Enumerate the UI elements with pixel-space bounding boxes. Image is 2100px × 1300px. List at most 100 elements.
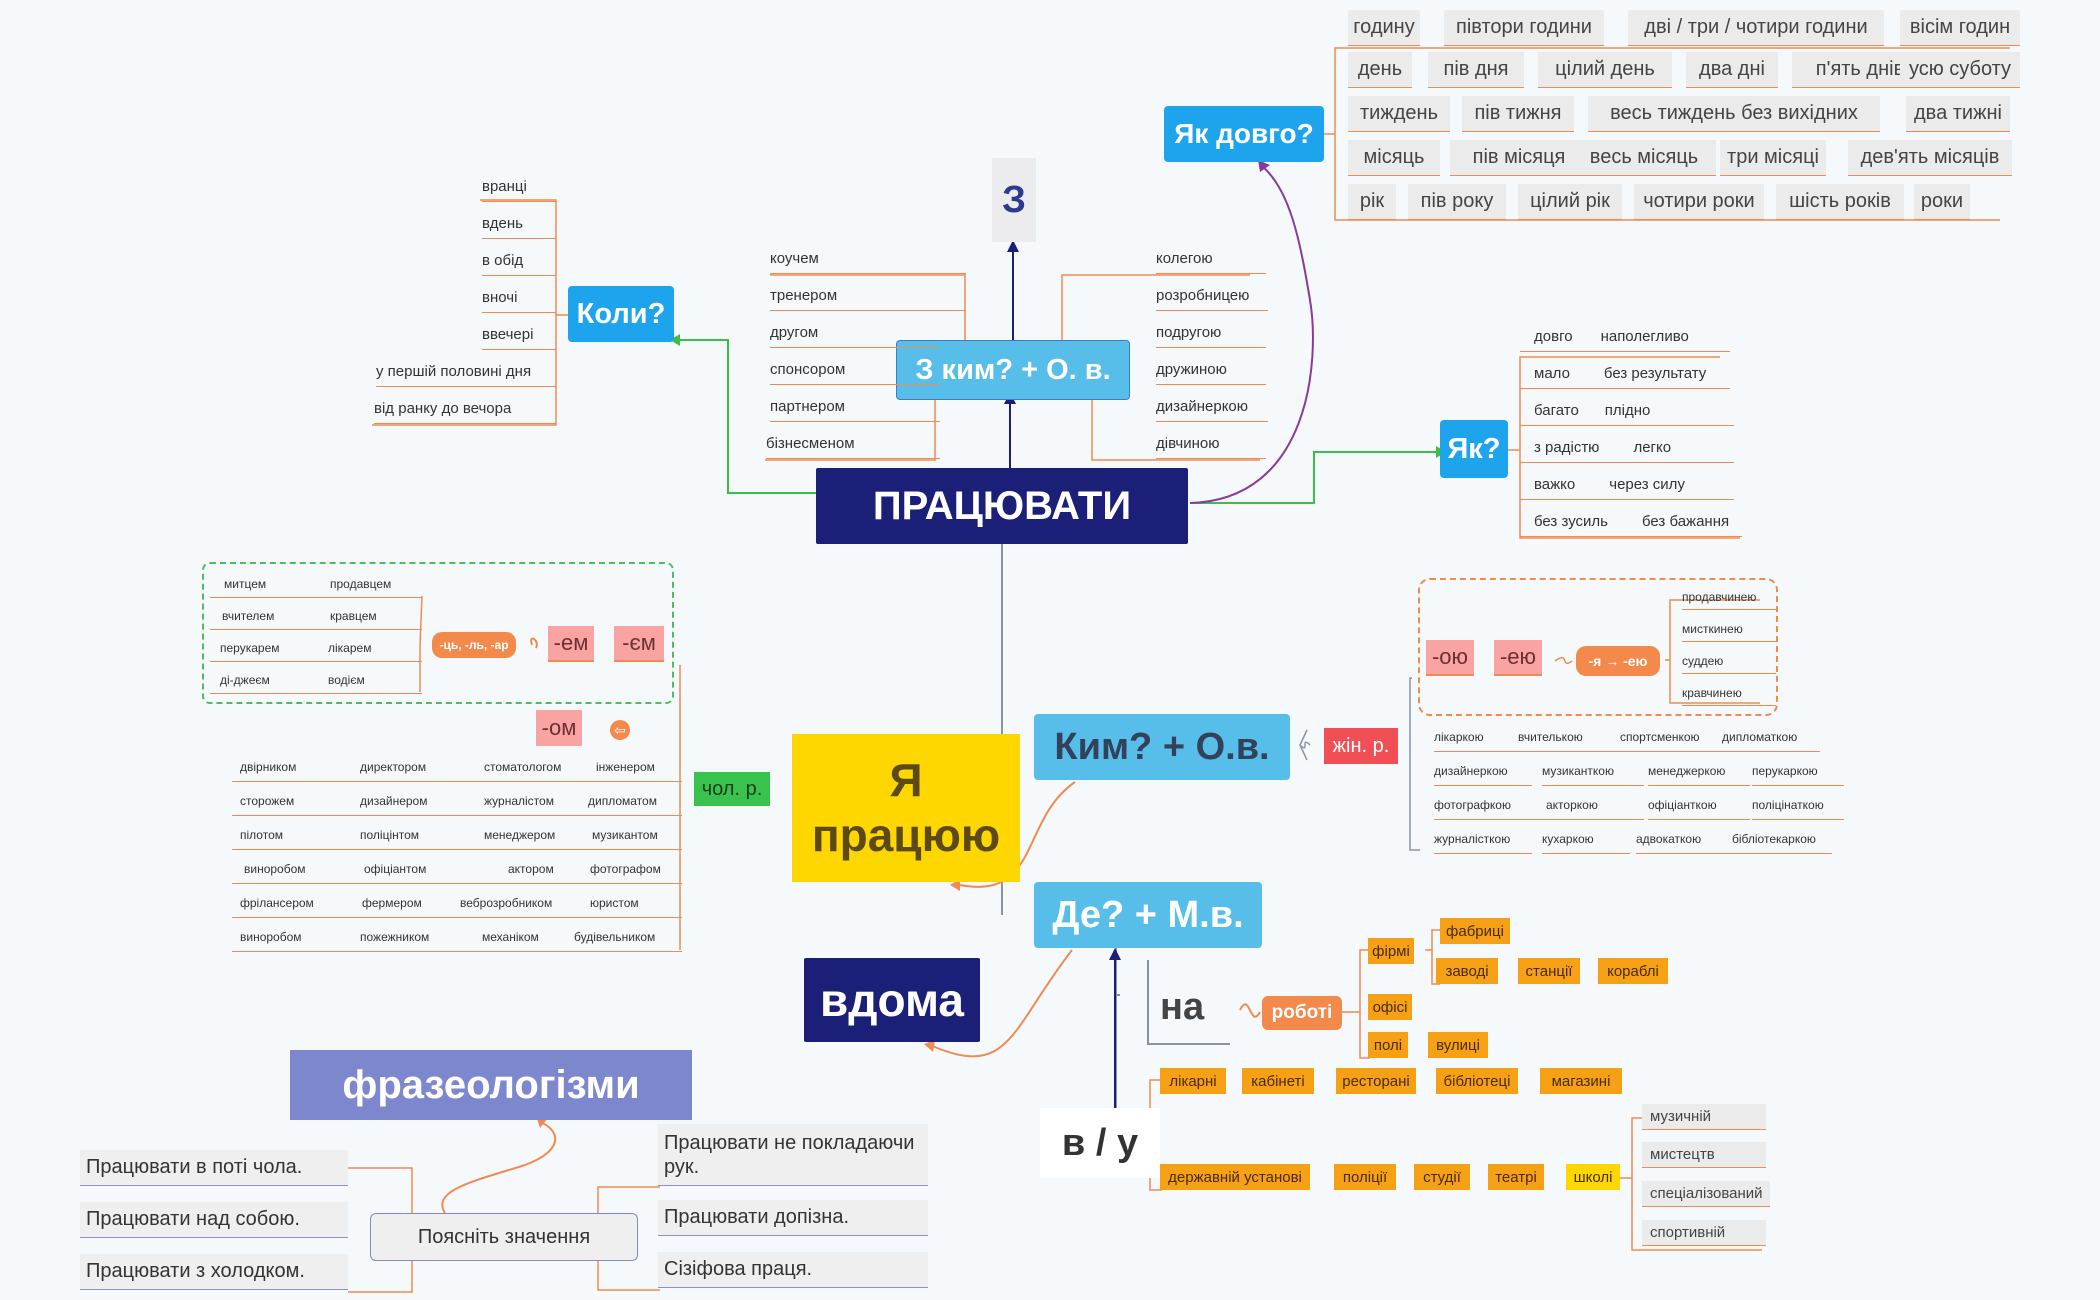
- question-yak-dovho[interactable]: Як довго?: [1164, 106, 1324, 162]
- duration-item: цілий день: [1538, 52, 1672, 88]
- masc-word: фермером: [362, 896, 422, 910]
- fem-rule-word: кравчинею: [1682, 680, 1776, 706]
- fem-label: жін. р.: [1324, 728, 1398, 764]
- question-z-kym[interactable]: З ким? + О. в.: [896, 340, 1130, 400]
- masc-word: стоматологом: [484, 760, 562, 774]
- school-type: спортивній: [1642, 1220, 1766, 1246]
- masc-word: менеджером: [484, 828, 556, 842]
- koly-item: в обід: [482, 246, 556, 276]
- yak-item: багато плідно: [1520, 396, 1734, 426]
- masc-rule-word: кравцем: [330, 609, 377, 623]
- yak-word: довго: [1534, 328, 1573, 345]
- masc-word: веброзробником: [460, 896, 553, 910]
- koly-item: у першій половині дня: [376, 357, 556, 387]
- duration-item: весь тиждень без вихідних: [1588, 96, 1880, 132]
- masc-word: директором: [360, 760, 427, 774]
- robota-node[interactable]: роботі: [1262, 996, 1342, 1030]
- vu-place: кабінеті: [1242, 1068, 1314, 1094]
- node-vdoma[interactable]: вдома: [804, 958, 980, 1042]
- question-yak[interactable]: Як?: [1440, 420, 1508, 478]
- fem-grid: лікаркою вчителькою спортсменкою диплома…: [1412, 722, 1844, 856]
- vu-place: театрі: [1488, 1164, 1544, 1190]
- fem-word: акторкою: [1546, 790, 1644, 820]
- duration-item: шість років: [1776, 184, 1904, 220]
- masc-word: пілотом: [240, 828, 283, 842]
- na-place: фірмі: [1368, 938, 1414, 964]
- kym-right-item: дівчиною: [1156, 429, 1266, 459]
- fem-word: перукаркою: [1752, 756, 1844, 786]
- kym-right-list: колегою розробницею подругою дружиною ди…: [1060, 244, 1270, 464]
- duration-item: день: [1348, 52, 1412, 88]
- phrase-right: Працювати не покладаючи рук.: [658, 1124, 928, 1186]
- masc-rule-row: митцем продавцем: [210, 570, 422, 598]
- fem-word: поліцінаткою: [1752, 790, 1844, 820]
- question-de[interactable]: Де? + М.в.: [1034, 882, 1262, 948]
- vu-place: бібліотеці: [1436, 1068, 1518, 1094]
- masc-rule-word: митцем: [224, 577, 267, 591]
- masc-word: юристом: [590, 896, 639, 910]
- node-z[interactable]: З: [992, 158, 1036, 242]
- fem-ending: -ею: [1494, 640, 1542, 676]
- duration-item: чотири роки: [1634, 184, 1764, 220]
- phrase-left: Працювати в поті чола.: [80, 1150, 348, 1186]
- fem-word: адвокаткою: [1636, 824, 1732, 854]
- yak-word: без зусиль: [1534, 513, 1608, 530]
- yak-word: багато: [1534, 402, 1579, 419]
- vu-place: лікарні: [1160, 1068, 1226, 1094]
- fem-rule-word: суддею: [1682, 648, 1776, 674]
- yak-word: наполегливо: [1600, 328, 1689, 345]
- masc-word: музикантом: [592, 828, 658, 842]
- vu-label: в / у: [1040, 1108, 1160, 1178]
- fem-word: бібліотекаркою: [1732, 824, 1832, 854]
- fem-rule: -я → -ею: [1576, 646, 1660, 676]
- yak-word: з радістю: [1534, 439, 1600, 456]
- yak-word: плідно: [1604, 402, 1651, 419]
- kym-right-item: подругою: [1156, 318, 1266, 348]
- school-type: спеціалізований: [1642, 1181, 1770, 1207]
- fem-word: журналісткою: [1434, 824, 1532, 854]
- vu-place: студії: [1414, 1164, 1470, 1190]
- node-ya-pratsiuiu[interactable]: Я працюю: [792, 734, 1020, 882]
- main-node-pratsiuvaty[interactable]: ПРАЦЮВАТИ: [816, 468, 1188, 544]
- fem-word: дизайнеркою: [1434, 756, 1532, 786]
- masc-word: інженером: [596, 760, 655, 774]
- masc-word: дипломатом: [588, 794, 657, 808]
- na-place: фабриці: [1440, 918, 1510, 944]
- explain-meaning-button[interactable]: Поясніть значення: [370, 1213, 638, 1261]
- masc-ending: -єм: [614, 626, 664, 662]
- duration-item: роки: [1914, 184, 1970, 220]
- koly-item: вдень: [482, 209, 556, 239]
- na-place: полі: [1368, 1032, 1408, 1058]
- kym-left-item: коучем: [770, 244, 966, 274]
- duration-item: усю суботу: [1900, 52, 2020, 88]
- koly-item: ввечері: [482, 320, 556, 350]
- fem-word: кухаркою: [1542, 824, 1630, 854]
- fem-word: музиканткою: [1542, 756, 1644, 786]
- phrase-right: Сізіфова праця.: [658, 1252, 928, 1288]
- question-kym-ov[interactable]: Ким? + О.в.: [1034, 714, 1290, 780]
- fem-rule-word: мисткинею: [1682, 616, 1776, 642]
- kym-left-item: партнером: [770, 392, 940, 422]
- fem-word: дипломаткою: [1722, 722, 1820, 752]
- na-label: на: [1160, 986, 1205, 1028]
- fem-ending: -ою: [1426, 640, 1474, 676]
- masc-word: будівельником: [574, 930, 656, 944]
- kym-left-item: бізнесменом: [766, 429, 940, 459]
- frazeolohizmy-title[interactable]: фразеологізми: [290, 1050, 692, 1120]
- masc-word: офіціантом: [364, 862, 427, 876]
- question-koly[interactable]: Коли?: [568, 286, 674, 342]
- kym-left-item: тренером: [770, 281, 966, 311]
- vu-place: поліції: [1334, 1164, 1396, 1190]
- masc-rule-word: продавцем: [330, 577, 392, 591]
- school-type: мистецтв: [1642, 1142, 1766, 1168]
- duration-item: вісім годин: [1900, 10, 2020, 46]
- yak-word: без бажання: [1641, 513, 1730, 530]
